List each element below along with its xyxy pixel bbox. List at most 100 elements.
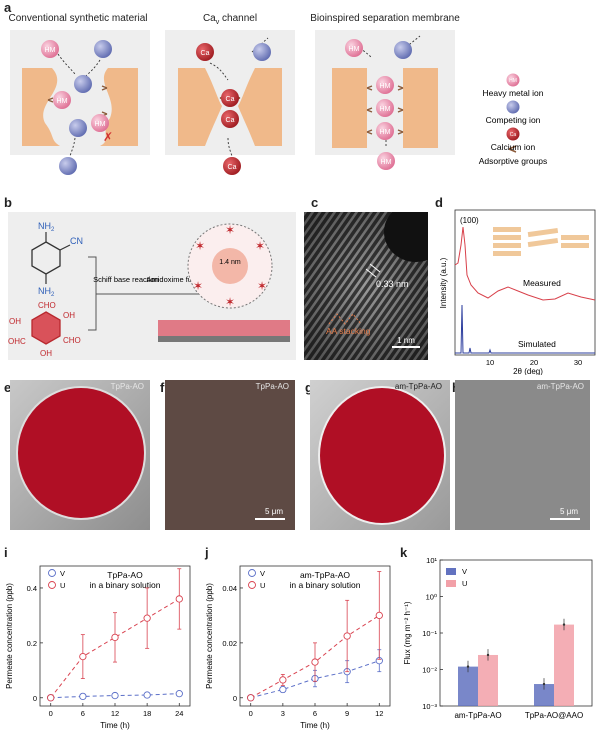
- membrane-disc-g: [320, 388, 444, 523]
- oh-left: OH: [9, 317, 21, 326]
- pore-size-label: 1.4 nm: [219, 259, 241, 266]
- a2-right-wall: [238, 68, 282, 146]
- sem-f-scale-line: [255, 518, 285, 520]
- panel-a-label: a: [4, 0, 12, 15]
- legend-swatch: [446, 580, 456, 587]
- xrd-chart: (100) Measured Simulated Intensity (a.u.…: [439, 209, 596, 375]
- legend-competing-icon: [506, 100, 520, 114]
- a3-left-slab: [332, 68, 367, 148]
- oh-bottom: OH: [40, 349, 52, 358]
- svg-text:✶: ✶: [255, 239, 265, 253]
- y-tick-label: 10⁰: [426, 593, 437, 602]
- x-tick-label: 9: [345, 709, 349, 718]
- svg-text:✶: ✶: [195, 239, 205, 253]
- bar-U: [478, 654, 498, 706]
- data-point: [111, 633, 119, 642]
- a2-left-wall: [178, 68, 222, 146]
- panel-b-schematic: NH2 CN NH2 CHO OH OH CHO OHC OH Schiff b…: [8, 212, 296, 360]
- photo-g: am-TpPa-AO: [310, 380, 450, 530]
- data-point: [542, 682, 546, 686]
- competing-ion: [253, 43, 271, 61]
- photo-g-name: am-TpPa-AO: [394, 382, 442, 391]
- panel-a3-title: Bioinspired separation membrane: [310, 13, 460, 24]
- data-point: [143, 691, 151, 699]
- x-tick-label: 12: [375, 709, 383, 718]
- x-tick-label: 0: [249, 709, 253, 718]
- hm-ion: [53, 91, 71, 109]
- chart-title-line2: in a binary solution: [290, 580, 361, 590]
- tem-scale-bar: 1 nm: [397, 336, 415, 345]
- xrd-xtick-20: 20: [530, 358, 538, 367]
- data-point: [343, 632, 351, 640]
- hm-ion: [376, 122, 394, 140]
- legend-hm-text: Heavy metal ion: [483, 88, 544, 98]
- y-tick-label: 10⁻³: [422, 702, 437, 711]
- legend-calcium-icon: [506, 127, 520, 141]
- cof-stars: ✶ ✶ ✶ ✶ ✶ ✶: [193, 223, 267, 309]
- data-point: [247, 694, 255, 702]
- panel-i-label: i: [4, 545, 8, 560]
- svg-text:✶: ✶: [257, 279, 267, 293]
- stacking-illustration: [493, 227, 589, 256]
- sem-h-name: am-TpPa-AO: [536, 382, 584, 391]
- hm-ion: [376, 99, 394, 117]
- competing-ion: [394, 41, 412, 59]
- xrd-peak-label: (100): [460, 216, 479, 225]
- y-axis-label: Permeate concentration (ppb): [5, 583, 14, 689]
- hm-ion-label: HM: [380, 83, 391, 90]
- panel-f-label: f: [160, 380, 165, 395]
- hm-ion-label: HM: [95, 121, 106, 128]
- data-point: [111, 691, 119, 700]
- hm-ion: [377, 152, 395, 170]
- hm-ion: [376, 76, 394, 94]
- x-tick-label: 24: [175, 709, 183, 718]
- y-tick-label: 0.2: [27, 639, 37, 648]
- y-tick-label: 10⁻²: [422, 666, 437, 675]
- xrd-simulated-label: Simulated: [518, 339, 556, 349]
- hm-ion: [41, 40, 59, 58]
- legend-label: U: [60, 581, 65, 590]
- competing-ion: [94, 40, 112, 58]
- bar-U: [554, 624, 574, 706]
- xrd-xtick-30: 30: [574, 358, 582, 367]
- aa-stacking-label: AA stacking: [326, 326, 371, 336]
- panel-g-label: g: [305, 380, 313, 395]
- calcium-ion: [221, 89, 239, 107]
- oh-right: OH: [63, 311, 75, 320]
- panel-e-label: e: [4, 380, 12, 395]
- panel-d-label: d: [435, 195, 443, 210]
- legend-calcium-text: Calcium ion: [491, 142, 536, 152]
- aldehyde-ring: [31, 311, 61, 345]
- y-tick-label: 0.02: [222, 639, 237, 648]
- data-point: [79, 652, 87, 661]
- y-tick-label: 0: [33, 694, 37, 703]
- hm-ion-label: HM: [381, 159, 392, 166]
- legend-marker: [248, 581, 256, 589]
- legend-swatch: [446, 568, 456, 575]
- bar-V: [458, 666, 478, 706]
- legend-calcium-icon-label: Ca: [510, 132, 517, 138]
- data-point: [47, 694, 55, 702]
- chart-title-line1: TpPa-AO: [107, 570, 143, 580]
- data-point: [79, 692, 87, 701]
- bar-V: [534, 684, 554, 706]
- legend-marker: [48, 569, 56, 577]
- blocked-x-icon: ✗: [103, 130, 113, 144]
- data-point: [279, 685, 287, 694]
- legend-marker: [248, 569, 256, 577]
- xrd-simulated-curve: [455, 304, 595, 354]
- data-point: [175, 689, 183, 698]
- competing-ion: [74, 75, 92, 93]
- panel-b-label: b: [4, 195, 12, 210]
- x-tick-label: 0: [49, 709, 53, 718]
- x-tick-label: 12: [111, 709, 119, 718]
- legend-marker: [48, 581, 56, 589]
- photo-e: TpPa-AO: [10, 380, 150, 530]
- hm-ion-label: HM: [57, 98, 68, 105]
- chart-title-line1: am-TpPa-AO: [300, 570, 350, 580]
- legend-label: U: [462, 579, 467, 588]
- legend-label: U: [260, 581, 265, 590]
- a3-right-slab: [403, 68, 438, 148]
- category-label: am-TpPa-AO: [454, 711, 501, 720]
